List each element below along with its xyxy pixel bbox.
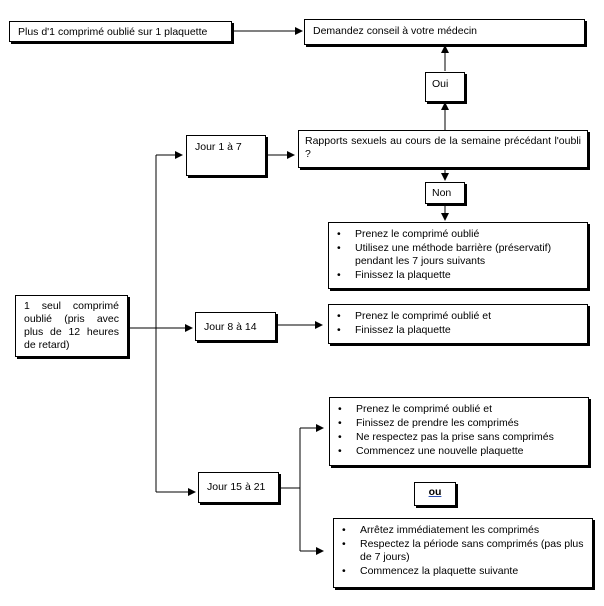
box-plus-one: Plus d'1 comprimé oublié sur 1 plaquette	[9, 21, 232, 42]
box-j8-actions: Prenez le comprimé oublié et Finissez la…	[328, 304, 588, 344]
list-item: Prenez le comprimé oublié	[329, 228, 579, 241]
list-item: Finissez de prendre les comprimés	[330, 417, 580, 430]
list-item: Finissez la plaquette	[329, 269, 579, 282]
box-conseil: Demandez conseil à votre médecin	[304, 19, 585, 45]
list-item: Commencez une nouvelle plaquette	[330, 445, 580, 458]
list-item: Utilisez une méthode barrière (préservat…	[329, 242, 579, 268]
box-non-text: Non	[432, 187, 452, 199]
box-j15-option-a: Prenez le comprimé oublié et Finissez de…	[329, 397, 589, 466]
box-rapports-text: Rapports sexuels au cours de la semaine …	[305, 135, 581, 160]
box-conseil-text: Demandez conseil à votre médecin	[313, 25, 478, 37]
box-jour-8-14-text: Jour 8 à 14	[204, 321, 257, 333]
box-jour-15-21-text: Jour 15 à 21	[207, 481, 266, 493]
list-item: Commencez la plaquette suivante	[334, 565, 584, 578]
list-item: Ne respectez pas la prise sans comprimés	[330, 431, 580, 444]
list-item: Prenez le comprimé oublié et	[330, 403, 580, 416]
box-ou: ou	[414, 482, 456, 506]
list-j15-option-a: Prenez le comprimé oublié et Finissez de…	[330, 403, 580, 458]
list-item: Prenez le comprimé oublié et	[329, 310, 579, 323]
box-plus-one-text: Plus d'1 comprimé oublié sur 1 plaquette	[18, 26, 208, 38]
list-j8-actions: Prenez le comprimé oublié et Finissez la…	[329, 310, 579, 337]
box-jour-8-14: Jour 8 à 14	[195, 312, 276, 341]
box-un-seul: 1 seul comprimé oublié (pris avec plus d…	[15, 295, 128, 357]
box-jour-15-21: Jour 15 à 21	[198, 472, 279, 503]
box-non-actions: Prenez le comprimé oublié Utilisez une m…	[328, 222, 588, 289]
list-j15-option-b: Arrêtez immédiatement les comprimés Resp…	[334, 524, 584, 578]
box-rapports: Rapports sexuels au cours de la semaine …	[298, 130, 588, 168]
box-oui: Oui	[425, 72, 465, 102]
box-un-seul-text: 1 seul comprimé oublié (pris avec plus d…	[24, 300, 119, 351]
list-item: Finissez la plaquette	[329, 324, 579, 337]
list-item: Respectez la période sans comprimés (pas…	[334, 538, 584, 564]
box-ou-text: ou	[428, 486, 442, 498]
box-jour-1-7-text: Jour 1 à 7	[195, 141, 242, 153]
box-j15-option-b: Arrêtez immédiatement les comprimés Resp…	[333, 518, 593, 588]
list-non-actions: Prenez le comprimé oublié Utilisez une m…	[329, 228, 579, 282]
list-item: Arrêtez immédiatement les comprimés	[334, 524, 584, 537]
box-non: Non	[425, 182, 465, 204]
box-oui-text: Oui	[432, 78, 449, 90]
box-jour-1-7: Jour 1 à 7	[186, 135, 266, 176]
